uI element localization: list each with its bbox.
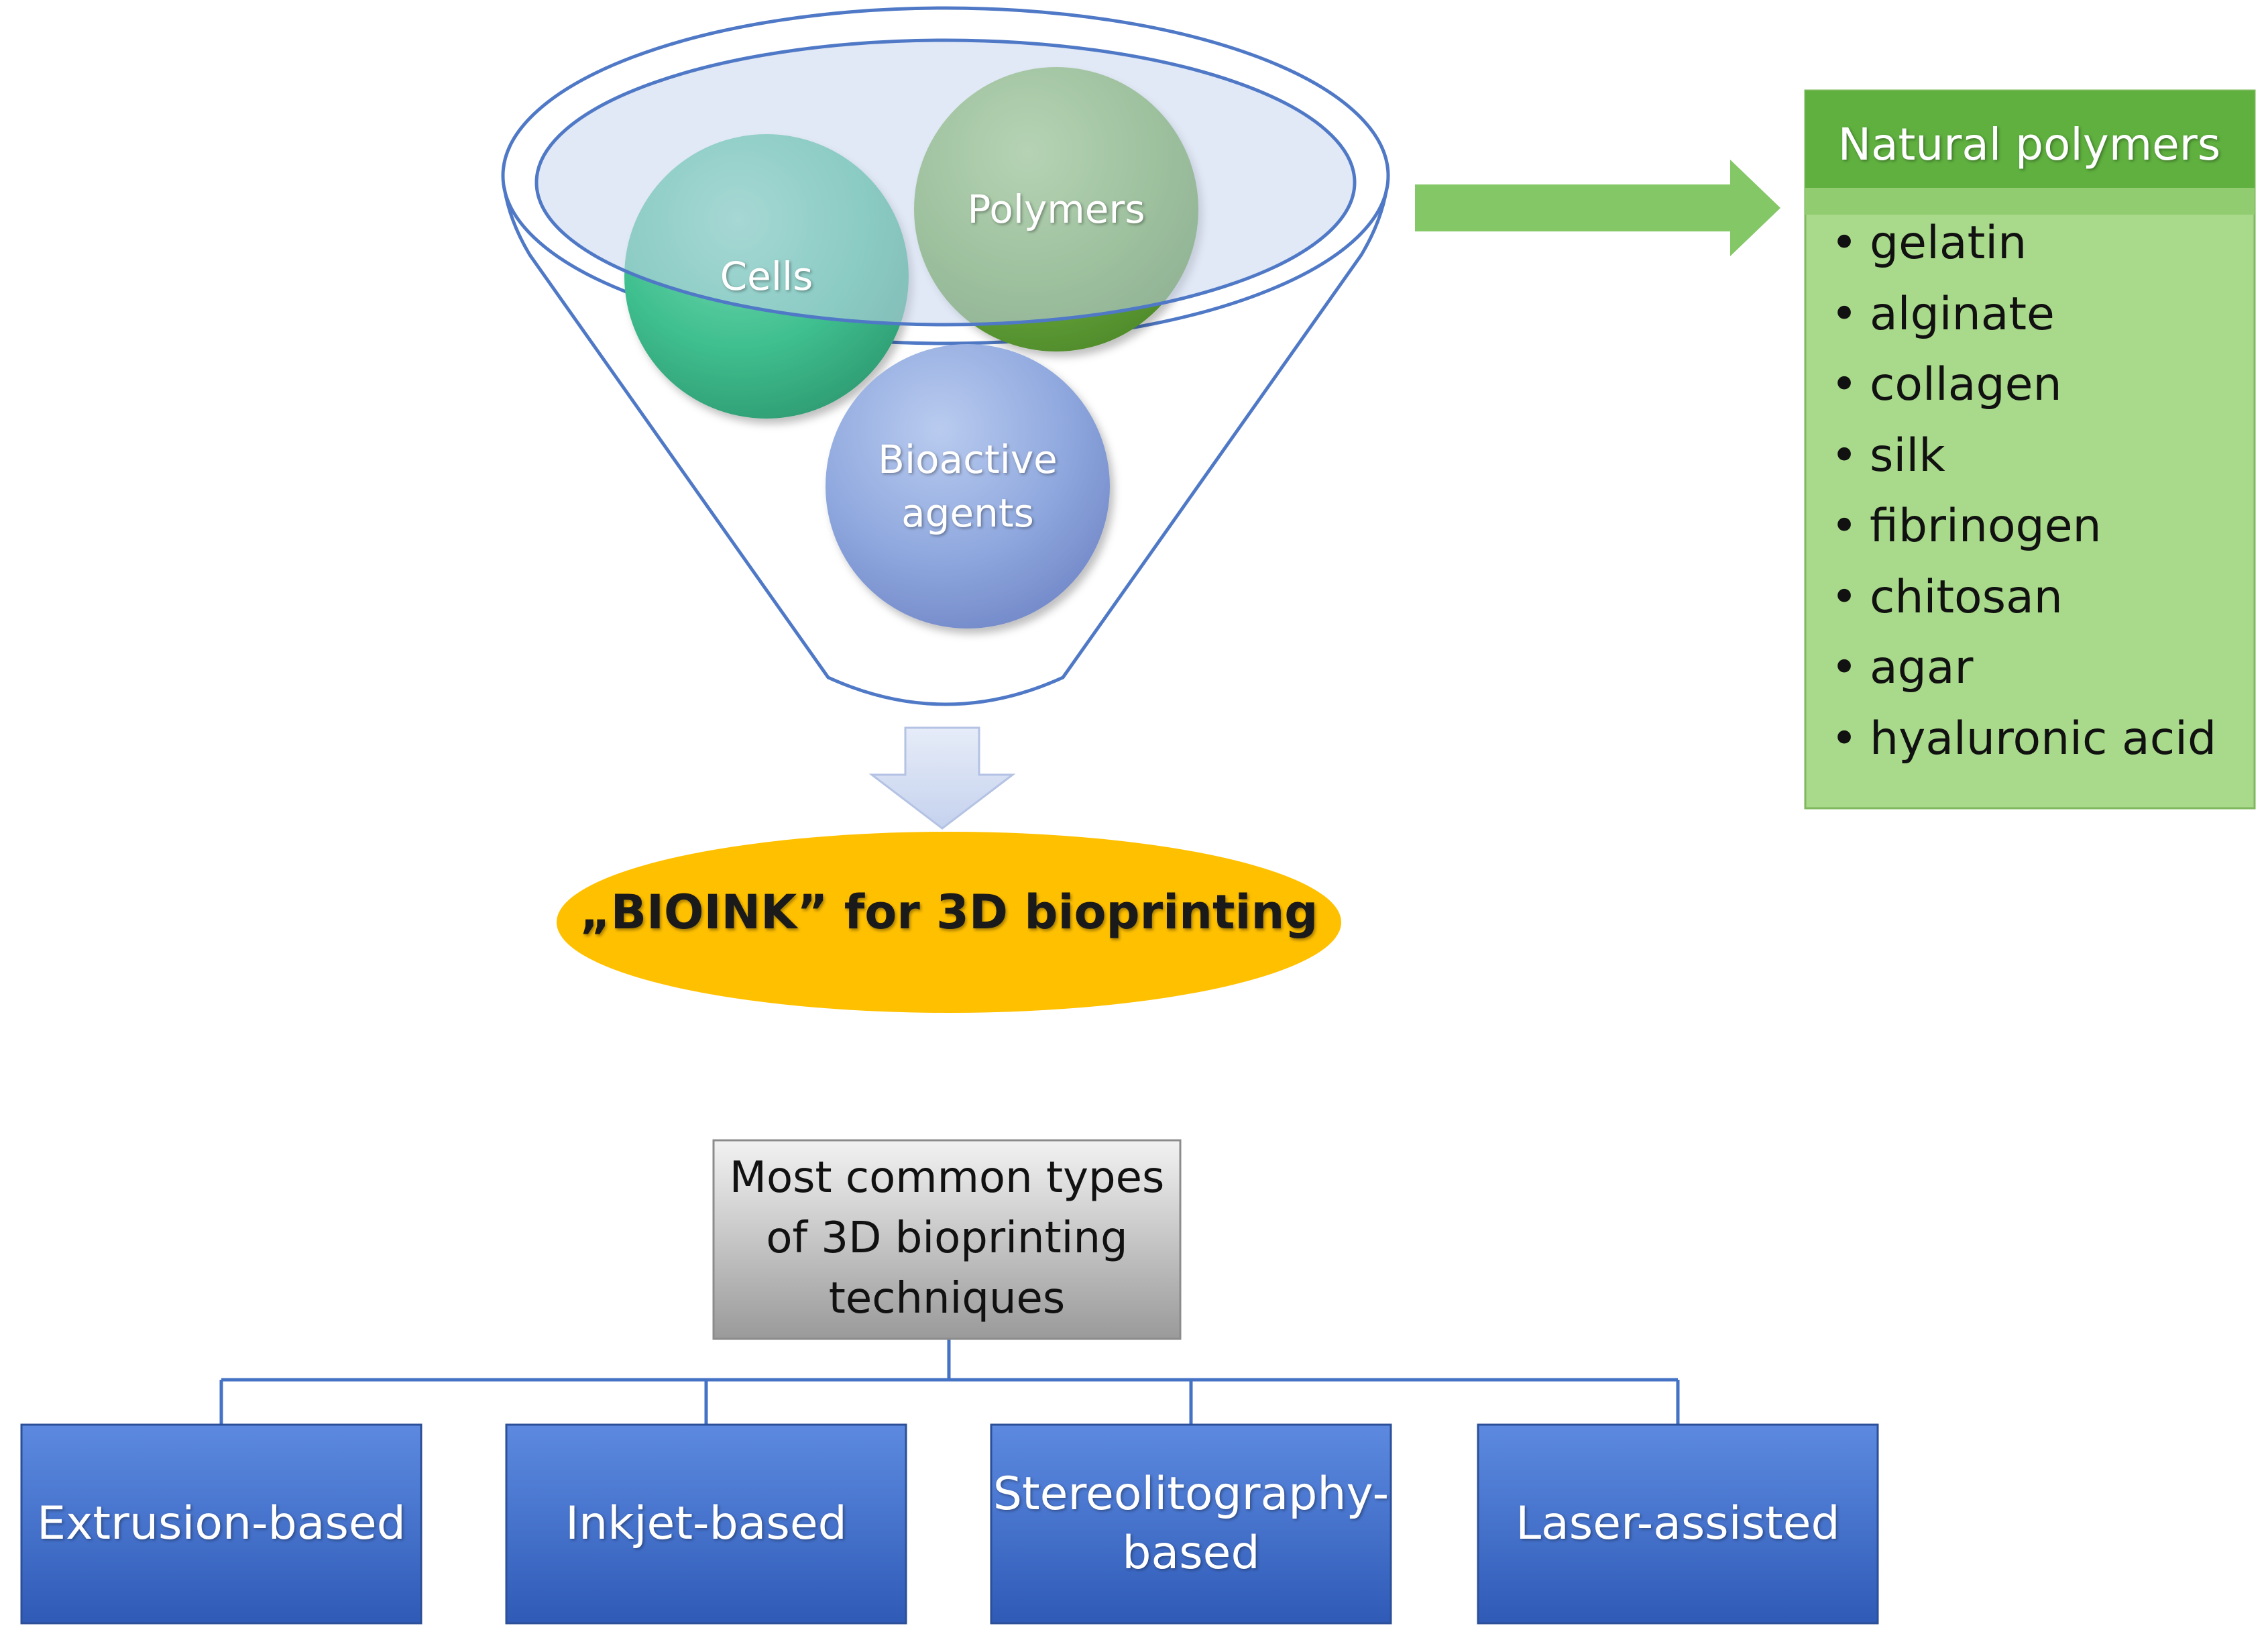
down-arrow-icon — [868, 726, 1016, 830]
techniques-title: Most common types of 3D bioprinting tech… — [714, 1140, 1180, 1336]
list-item-text: fibrinogen — [1870, 500, 2102, 553]
bullet-icon: • — [1831, 429, 1858, 482]
technique-box-stereo — [990, 1423, 1392, 1625]
technique-inkjet: Inkjet-based — [506, 1423, 906, 1625]
technique-box-laser — [1477, 1423, 1879, 1625]
technique-stereo-line-1: Stereolitography- — [993, 1468, 1390, 1521]
technique-laser: Laser-assisted — [1478, 1423, 1878, 1625]
technique-extrusion: Extrusion-based — [21, 1423, 421, 1625]
technique-stereolitography: Stereolitography- based — [991, 1423, 1391, 1625]
bioactive-line-2: agents — [901, 490, 1034, 536]
list-item: •gelatin — [1831, 208, 2216, 279]
list-item-text: hyaluronic acid — [1870, 712, 2217, 765]
natural-polymers-header-bg — [1805, 91, 2255, 198]
bioink-text: „BIOINK” for 3D bioprinting — [579, 885, 1318, 940]
list-item: •chitosan — [1831, 562, 2216, 633]
list-item: •fibrinogen — [1831, 491, 2216, 562]
bullet-icon: • — [1831, 287, 1858, 341]
funnel-rim-outer — [501, 6, 1390, 345]
polymers-label: Polymers — [922, 169, 1190, 250]
bullet-icon: • — [1831, 641, 1858, 694]
techniques-title-line-3: techniques — [828, 1274, 1066, 1323]
list-item-text: alginate — [1870, 287, 2055, 341]
bullet-icon: • — [1831, 500, 1858, 553]
technique-box-extrusion — [20, 1423, 422, 1625]
bullet-icon: • — [1831, 217, 1858, 270]
technique-extrusion-text: Extrusion-based — [37, 1497, 406, 1550]
polymers-text: Polymers — [967, 186, 1145, 232]
connector-lines — [219, 1339, 1680, 1425]
cells-text: Cells — [720, 254, 813, 299]
list-item: •agar — [1831, 633, 2216, 704]
list-item: •alginate — [1831, 279, 2216, 350]
technique-stereo-line-2: based — [1122, 1527, 1260, 1580]
technique-inkjet-text: Inkjet-based — [565, 1497, 847, 1550]
list-item: •silk — [1831, 421, 2216, 492]
techniques-title-box — [712, 1139, 1182, 1340]
bioactive-line-1: Bioactive — [878, 437, 1058, 482]
technique-laser-text: Laser-assisted — [1516, 1497, 1840, 1550]
cells-label: Cells — [632, 236, 901, 317]
bioactive-label: Bioactive agents — [834, 429, 1102, 543]
list-item: •collagen — [1831, 349, 2216, 421]
bullet-icon: • — [1831, 570, 1858, 624]
natural-polymers-title-text: Natural polymers — [1837, 118, 2221, 170]
funnel-rim-inner — [534, 38, 1357, 327]
natural-polymers-box — [1804, 89, 2256, 810]
list-item-text: chitosan — [1870, 570, 2063, 624]
bullet-icon: • — [1831, 712, 1858, 765]
list-item-text: silk — [1870, 429, 1945, 482]
bioink-label: „BIOINK” for 3D bioprinting — [557, 865, 1341, 959]
list-item-text: collagen — [1870, 358, 2062, 411]
list-item-text: gelatin — [1870, 217, 2027, 270]
technique-box-inkjet — [505, 1423, 907, 1625]
bullet-icon: • — [1831, 358, 1858, 411]
natural-polymers-list: •gelatin •alginate •collagen •silk •fibr… — [1831, 208, 2216, 774]
list-item-text: agar — [1870, 641, 1974, 694]
right-arrow-icon — [1415, 160, 1780, 256]
list-item: •hyaluronic acid — [1831, 704, 2216, 775]
techniques-title-line-1: Most common types — [729, 1153, 1165, 1203]
bioink-ellipse — [557, 832, 1341, 1013]
techniques-title-line-2: of 3D bioprinting — [766, 1213, 1128, 1263]
bioactive-circle — [826, 344, 1110, 629]
natural-polymers-title: Natural polymers — [1805, 94, 2253, 195]
